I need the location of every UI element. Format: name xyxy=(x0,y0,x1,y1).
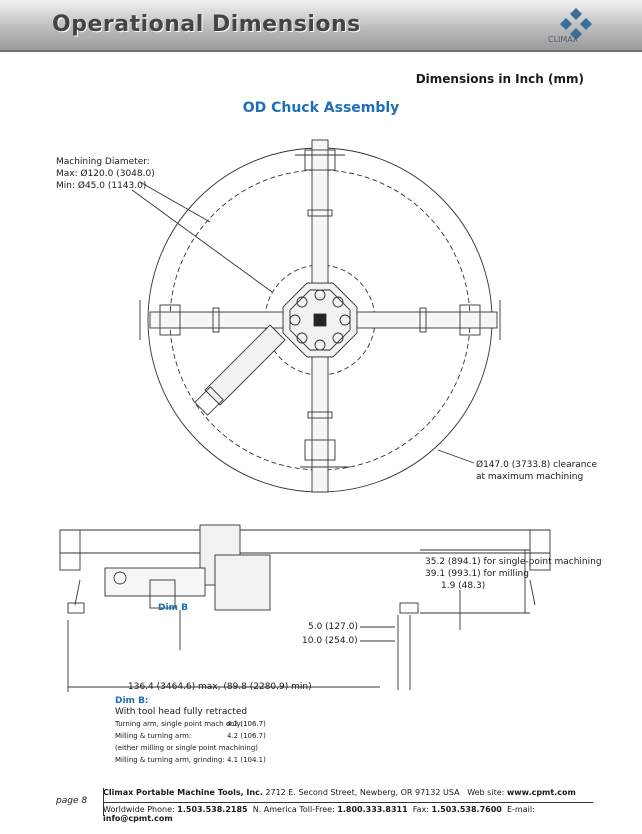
arm-right xyxy=(356,311,498,329)
ww-phone-label: Worldwide Phone: xyxy=(103,805,175,814)
min-diameter-label: Min: Ø45.0 (1143.0) xyxy=(56,181,147,191)
dim-b-callout: Dim B xyxy=(158,603,188,613)
dim-b-row-value: 4.2 (106.7) xyxy=(227,720,266,728)
dim-b-row-label: Milling & turning arm: xyxy=(115,732,192,740)
machining-diameter-label: Machining Diameter: xyxy=(56,157,150,167)
fax-number: 1.503.538.7600 xyxy=(431,805,502,814)
dim-b-subtitle: With tool head fully retracted xyxy=(115,707,248,717)
dim-b-row-label: Turning arm, single point mach only: xyxy=(115,720,243,728)
dim-b-title: Dim B: xyxy=(115,696,149,706)
dim-b-row: Turning arm, single point mach only: 4.2… xyxy=(115,720,266,728)
dim-b-row-value: 4.1 (104.1) xyxy=(227,756,266,764)
dim-b-row: Milling & turning arm, grinding: 4.1 (10… xyxy=(115,756,266,764)
email-label: E-mail: xyxy=(506,805,535,814)
clearance-label-line2: at maximum machining xyxy=(476,472,584,482)
email-link[interactable]: info@cpmt.com xyxy=(103,814,173,823)
arm-bottom xyxy=(311,356,329,493)
clearance-label-line1: Ø147.0 (3733.8) clearance xyxy=(476,460,597,470)
dim-5-label: 5.0 (127.0) xyxy=(308,622,358,632)
page-number: page 8 xyxy=(56,796,88,806)
height-milling-label: 39.1 (993.1) for milling xyxy=(425,569,529,579)
company-address: 2712 E. Second Street, Newberg, OR 97132… xyxy=(265,788,460,797)
footer-company-line: Climax Portable Machine Tools, Inc. 2712… xyxy=(103,788,593,803)
ww-phone: 1.503.538.2185 xyxy=(177,805,248,814)
page-title: Operational Dimensions xyxy=(52,12,361,37)
web-link[interactable]: www.cpmt.com xyxy=(506,788,576,797)
na-phone-label: N. America Toll-Free: xyxy=(252,805,335,814)
na-phone: 1.800.333.8311 xyxy=(337,805,408,814)
climax-logo-icon xyxy=(560,8,592,40)
dim-10-label: 10.0 (254.0) xyxy=(302,636,358,646)
logo-text: CLIMAX xyxy=(548,35,579,44)
section-title: OD Chuck Assembly xyxy=(242,100,400,116)
dim-b-row: Milling & turning arm: 4.2 (106.7) xyxy=(115,732,266,740)
header-bar xyxy=(0,0,642,52)
dim-b-row-label: Milling & turning arm, grinding: xyxy=(115,756,225,764)
foot-height-label: 1.9 (48.3) xyxy=(441,581,486,591)
arm-left xyxy=(149,311,284,329)
tool-arm xyxy=(204,324,286,406)
arm-top xyxy=(311,139,329,284)
units-note: Dimensions in Inch (mm) xyxy=(415,72,584,86)
dim-b-row: (either milling or single point machinin… xyxy=(115,744,258,752)
dim-b-row-label: (either milling or single point machinin… xyxy=(115,744,259,752)
fax-label: Fax: xyxy=(412,805,429,814)
web-label: Web site: xyxy=(467,788,505,797)
dim-b-row-value: 4.2 (106.7) xyxy=(227,732,266,740)
footer-contact-line: Worldwide Phone: 1.503.538.2185 N. Ameri… xyxy=(103,805,603,823)
max-diameter-label: Max: Ø120.0 (3048.0) xyxy=(56,169,155,179)
width-label: 136.4 (3464.6) max, (89.8 (2280.9) min) xyxy=(128,682,312,692)
company-name: Climax Portable Machine Tools, Inc. xyxy=(103,788,263,797)
height-single-point-label: 35.2 (894.1) for single-point machining xyxy=(425,557,602,567)
